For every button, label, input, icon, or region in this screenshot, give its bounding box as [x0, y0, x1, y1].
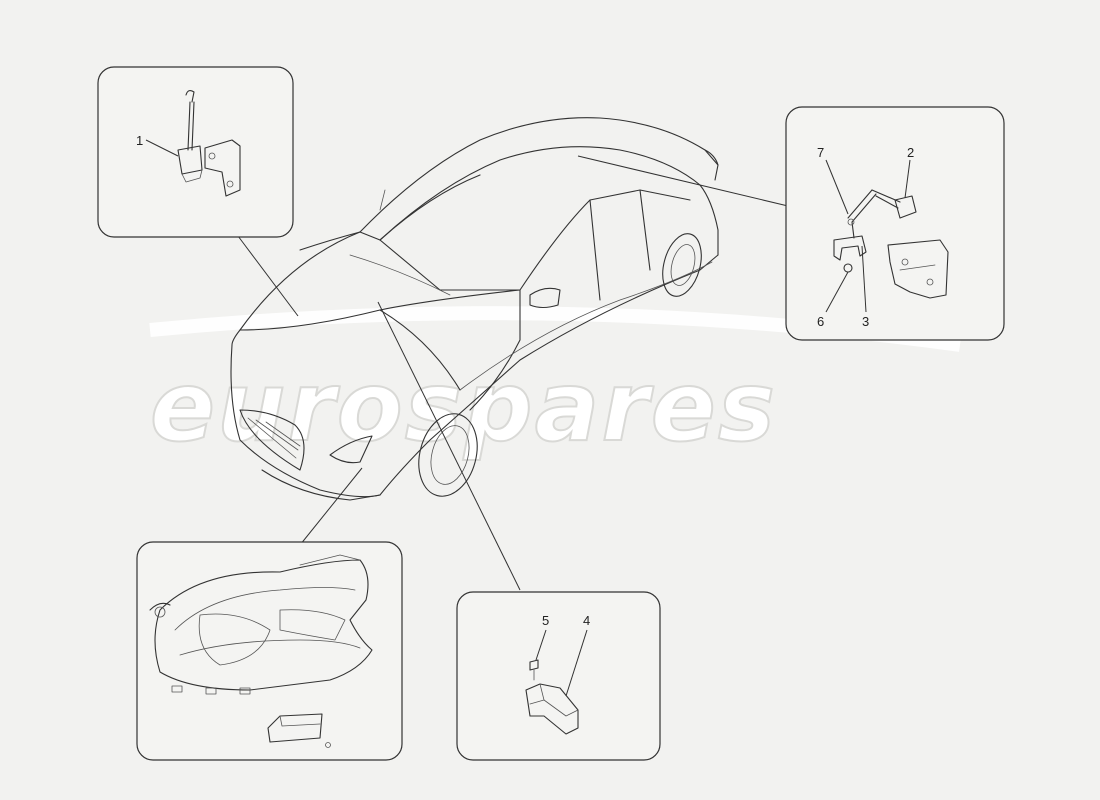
callout-4: 4	[583, 613, 590, 628]
height-sensor-drawing	[177, 90, 241, 197]
leader-lines	[237, 155, 789, 591]
watermark: eurospares	[149, 306, 961, 464]
callout-6: 6	[817, 314, 824, 329]
callout-3: 3	[862, 314, 869, 329]
callout-2: 2	[907, 145, 914, 160]
detail-box-top-right: 7 2 6 3	[785, 106, 1005, 341]
detail-box-bottom-center: 5 4	[456, 591, 661, 761]
callout-5: 5	[542, 613, 549, 628]
headlight-drawing	[149, 554, 373, 748]
callout-7: 7	[817, 145, 824, 160]
detail-box-bottom-left	[136, 541, 403, 761]
rear-sensor-drawing	[833, 189, 949, 299]
callout-1: 1	[136, 133, 143, 148]
detail-box-top-left: 1	[97, 66, 294, 238]
watermark-text: eurospares	[150, 351, 777, 463]
actuator-drawing	[525, 659, 579, 735]
car-illustration	[230, 117, 719, 501]
